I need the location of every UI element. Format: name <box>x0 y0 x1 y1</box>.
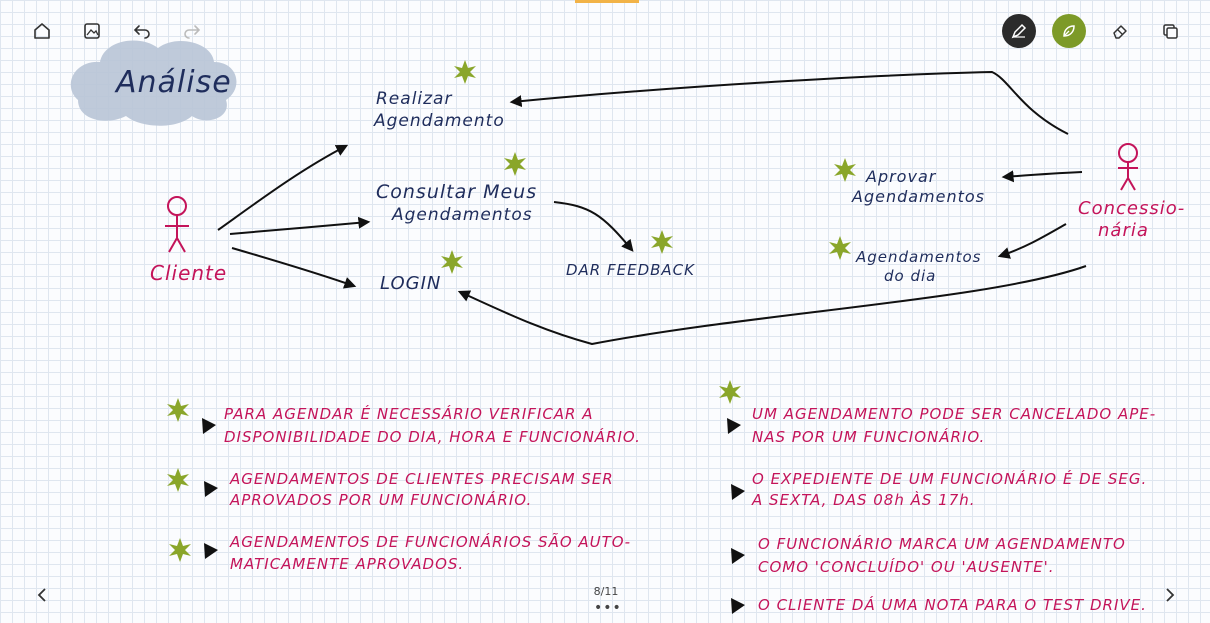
rule-right-1-line2: NAS POR UM FUNCIONÁRIO. <box>752 427 985 446</box>
arrow-client-to-schedule <box>217 144 349 231</box>
star-icon <box>504 152 526 176</box>
image-icon <box>84 23 100 39</box>
rule-left-2-line2: APROVADOS POR UM FUNCIONÁRIO. <box>229 490 532 509</box>
usecase-schedule-line1: Realizar <box>376 89 452 109</box>
redo-button[interactable] <box>174 13 210 49</box>
arrow-dealer-to-approve <box>1001 170 1083 183</box>
rule-right-2-line1: O EXPEDIENTE DE UM FUNCIONÁRIO É DE SEG. <box>752 469 1147 488</box>
usecase-daily-line2: do dia <box>884 267 936 285</box>
pen-icon <box>1011 23 1027 39</box>
rule-left-2-line1: AGENDAMENTOS DE CLIENTES PRECISAM SER <box>229 470 614 488</box>
rule-left-3-line1: AGENDAMENTOS DE FUNCIONÁRIOS SÃO AUTO- <box>229 532 631 551</box>
dealer-actor-label-line2: nária <box>1098 220 1149 241</box>
usecase-approve-line2: Agendamentos <box>851 187 985 206</box>
star-icon <box>169 538 191 562</box>
lasso-tool-button[interactable] <box>1152 13 1188 49</box>
rule-left-3-line2: MATICAMENTE APROVADOS. <box>230 555 464 573</box>
arrow-client-to-consult <box>229 216 371 235</box>
usecase-login: LOGIN <box>380 273 441 294</box>
undo-icon <box>133 25 150 39</box>
eraser-icon <box>1113 25 1127 39</box>
bullet-icon <box>204 481 218 497</box>
bullet-marks <box>202 418 745 614</box>
previous-page-button[interactable] <box>30 583 54 607</box>
star-icon <box>829 236 851 260</box>
bullet-icon <box>731 548 745 564</box>
next-page-button[interactable] <box>1158 583 1182 607</box>
page-options-menu[interactable]: ••• <box>594 600 622 616</box>
top-accent-bar <box>575 0 639 3</box>
bullet-icon <box>731 598 745 614</box>
eraser-tool-button[interactable] <box>1102 13 1138 49</box>
home-icon <box>34 23 50 39</box>
bullet-icon <box>202 418 216 434</box>
star-icon <box>834 158 856 182</box>
usecase-daily-line1: Agendamentos <box>855 248 981 266</box>
star-icon <box>167 398 189 422</box>
rule-right-3-line1: O FUNCIONÁRIO MARCA UM AGENDAMENTO <box>758 534 1126 553</box>
rule-right-3-line2: COMO 'CONCLUÍDO' OU 'AUSENTE'. <box>758 557 1055 576</box>
usecase-consult-line1: Consultar Meus <box>376 181 537 203</box>
arrow-dealer-to-login <box>457 265 1087 346</box>
home-button[interactable] <box>24 13 60 49</box>
bullet-icon <box>731 484 745 500</box>
star-icon <box>167 468 189 492</box>
diagram-arrows <box>217 70 1087 346</box>
undo-button[interactable] <box>124 13 160 49</box>
highlighter-tool-button[interactable] <box>1052 14 1086 48</box>
usecase-approve-line1: Aprovar <box>865 167 937 186</box>
title-cloud-highlight <box>70 40 237 126</box>
rule-left-1-line2: DISPONIBILIDADE DO DIA, HORA E FUNCIONÁR… <box>224 427 641 446</box>
client-actor-label: Cliente <box>150 261 227 285</box>
usecase-consult-line2: Agendamentos <box>391 205 533 225</box>
arrow-client-to-login <box>231 247 357 289</box>
rule-right-1-line1: UM AGENDAMENTO PODE SER CANCELADO APE- <box>752 405 1156 423</box>
insert-image-button[interactable] <box>74 13 110 49</box>
star-icon <box>454 60 476 84</box>
arrow-consult-to-feedback <box>553 201 634 252</box>
chevron-left-icon <box>37 588 46 602</box>
dealer-actor-label-line1: Concessio- <box>1078 198 1185 219</box>
chevron-right-icon <box>1166 588 1175 602</box>
note-title: Análise <box>114 65 232 100</box>
rule-right-2-line2: A SEXTA, DAS 08h ÀS 17h. <box>751 490 976 509</box>
rule-right-4-line1: O CLIENTE DÁ UMA NOTA PARA O TEST DRIVE. <box>758 595 1147 614</box>
page-indicator: 8/11 <box>593 585 619 598</box>
usecase-feedback: DAR FEEDBACK <box>566 261 695 279</box>
pen-tool-button[interactable] <box>1002 14 1036 48</box>
rule-left-1-line1: PARA AGENDAR É NECESSÁRIO VERIFICAR A <box>224 404 594 423</box>
lasso-icon <box>1163 24 1178 39</box>
client-actor-figure <box>165 196 189 253</box>
usecase-schedule-line2: Agendamento <box>373 111 505 131</box>
arrow-dealer-to-schedule <box>509 70 1069 135</box>
star-icon <box>651 230 673 254</box>
star-icon <box>719 380 741 404</box>
bullet-icon <box>204 543 218 559</box>
bullet-icon <box>727 418 741 434</box>
rules-right: UM AGENDAMENTO PODE SER CANCELADO APE- N… <box>751 405 1156 614</box>
dealer-actor-figure <box>1118 143 1138 191</box>
redo-icon <box>184 25 201 39</box>
star-icon <box>441 250 463 274</box>
green-star-marks <box>167 60 856 562</box>
arrow-dealer-to-daily <box>997 223 1067 259</box>
rules-left: PARA AGENDAR É NECESSÁRIO VERIFICAR A DI… <box>224 404 641 573</box>
highlighter-icon <box>1063 25 1075 37</box>
